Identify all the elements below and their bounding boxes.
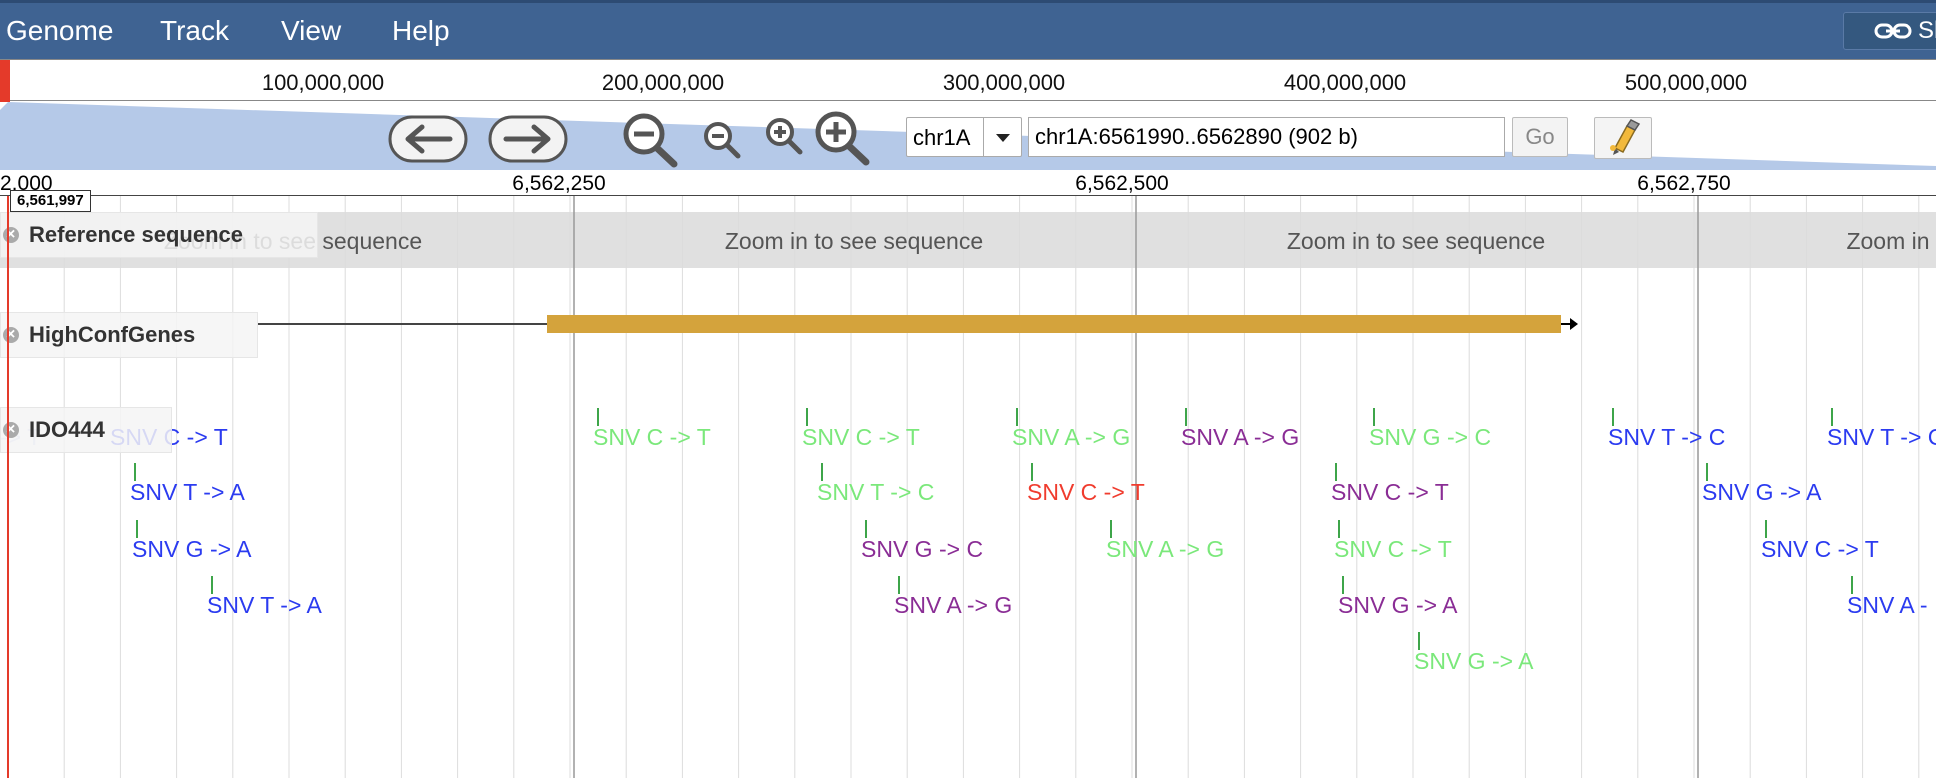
chromosome-value: chr1A [913, 125, 971, 150]
gene-intron-line [258, 323, 548, 325]
forward-arrow-icon[interactable] [488, 115, 568, 163]
variant-feature[interactable]: SNV C -> T [802, 424, 920, 450]
variant-tick [865, 520, 867, 538]
chevron-down-icon[interactable] [983, 118, 1021, 156]
zoom-out-small-icon[interactable] [700, 118, 744, 162]
variant-tick [1031, 463, 1033, 481]
track-label-text: HighConfGenes [29, 322, 196, 347]
highlight-marker-icon [1610, 119, 1641, 155]
variant-feature[interactable]: SNV G -> A [1702, 479, 1822, 505]
track-label-text: IDO444 [29, 417, 105, 442]
variant-tick [806, 408, 808, 426]
variant-tick [1110, 520, 1112, 538]
zoom-in-big-icon[interactable] [812, 108, 874, 166]
variant-feature[interactable]: SNV A - [1847, 592, 1928, 618]
position-label: 6,561,997 [10, 190, 91, 212]
zoom-in-message: Zoom in [1846, 228, 1930, 254]
variant-tick [136, 520, 138, 538]
variant-feature[interactable]: SNV G -> A [132, 536, 252, 562]
location-input[interactable] [1028, 117, 1505, 157]
overview-label: 300,000,000 [942, 70, 1066, 95]
variant-feature[interactable]: SNV C -> T [1334, 536, 1452, 562]
variant-feature[interactable]: SNV C -> T [1331, 479, 1449, 505]
grid-lines [7, 196, 1920, 778]
variant-tick [1342, 576, 1344, 594]
variant-feature[interactable]: SNV G -> C [861, 536, 984, 562]
variant-feature[interactable]: SNV G -> C [1369, 424, 1492, 450]
ruler-label: 6,562,750 [1637, 172, 1731, 195]
variant-tick [1335, 463, 1337, 481]
variant-feature[interactable]: SNV A -> G [894, 592, 1013, 618]
variant-tick [821, 463, 823, 481]
variant-feature[interactable]: SNV A -> G [1012, 424, 1131, 450]
variant-tick [1418, 632, 1420, 650]
reference-sequence-band [0, 212, 1936, 268]
overview-label: 100,000,000 [261, 70, 385, 95]
overview-scale[interactable]: 100,000,000 200,000,000 300,000,000 400,… [0, 59, 1936, 101]
highlight-button[interactable] [1594, 117, 1652, 159]
variant-feature[interactable]: SNV T -> A [207, 592, 322, 618]
share-label: Sh [1918, 17, 1936, 44]
overview-location-marker[interactable] [0, 60, 10, 102]
link-icon [1874, 23, 1912, 39]
variant-feature[interactable]: SNV T -> C [1827, 424, 1936, 450]
variant-tick [1016, 408, 1018, 426]
overview-label: 500,000,000 [1624, 70, 1748, 95]
menu-bar: Genome Track View Help Sh [0, 0, 1936, 59]
gene-strand-line [1561, 323, 1571, 325]
zoom-out-big-icon[interactable] [620, 110, 682, 168]
go-button[interactable]: Go [1512, 117, 1568, 157]
variant-tick [1831, 408, 1833, 426]
track-area[interactable]: Zoom in to see sequence Zoom in to see s… [0, 196, 1936, 778]
overview-label: 400,000,000 [1283, 70, 1407, 95]
close-icon[interactable] [3, 313, 19, 357]
track-label-reference[interactable]: Reference sequence [0, 212, 318, 258]
variant-feature[interactable]: SNV G -> A [1338, 592, 1458, 618]
coordinate-ruler[interactable]: 2,000 6,562,250 6,562,500 6,562,750 [0, 170, 1936, 196]
menu-genome[interactable]: Genome [6, 15, 114, 46]
menu-track[interactable]: Track [160, 15, 229, 46]
menu-help[interactable]: Help [392, 15, 450, 46]
overview-label: 200,000,000 [601, 70, 725, 95]
close-icon[interactable] [3, 408, 19, 452]
variant-tick [211, 576, 213, 594]
ruler-label: 6,562,500 [1075, 172, 1169, 195]
current-position-line [7, 196, 9, 778]
variant-feature[interactable]: SNV T -> C [1608, 424, 1726, 450]
variant-tick [1765, 520, 1767, 538]
variant-tick [1185, 408, 1187, 426]
zoom-in-message: Zoom in to see sequence [724, 228, 984, 254]
track-label-text: Reference sequence [29, 222, 243, 247]
menu-view[interactable]: View [281, 15, 342, 46]
variant-feature[interactable]: SNV A -> G [1181, 424, 1300, 450]
variant-feature[interactable]: SNV C -> T [1761, 536, 1879, 562]
variant-feature[interactable]: SNV G -> A [1414, 648, 1534, 674]
variant-tick [1851, 576, 1853, 594]
variant-tick [597, 408, 599, 426]
gene-feature[interactable] [547, 315, 1561, 333]
variant-tick [1612, 408, 1614, 426]
variant-feature[interactable]: SNV C -> T [593, 424, 711, 450]
close-icon[interactable] [3, 213, 19, 257]
variant-feature[interactable]: SNV T -> A [130, 479, 245, 505]
share-button[interactable]: Sh [1843, 12, 1936, 50]
variant-feature[interactable]: SNV C -> T [1027, 479, 1145, 505]
strand-arrow-icon [1570, 318, 1578, 330]
track-label-variants[interactable]: IDO444 [0, 407, 172, 453]
zoom-in-small-icon[interactable] [762, 114, 806, 158]
variant-tick [1373, 408, 1375, 426]
track-label-genes[interactable]: HighConfGenes [0, 312, 258, 358]
variant-tick [898, 576, 900, 594]
variant-feature[interactable]: SNV A -> G [1106, 536, 1225, 562]
variant-tick [1338, 520, 1340, 538]
variant-feature[interactable]: SNV T -> C [817, 479, 935, 505]
ruler-label: 2,000 [0, 172, 53, 195]
zoom-in-message: Zoom in to see sequence [1286, 228, 1546, 254]
ruler-label: 6,562,250 [512, 172, 606, 195]
chromosome-select[interactable]: chr1A [906, 117, 1022, 157]
variant-tick [134, 463, 136, 481]
variant-tick [1706, 463, 1708, 481]
back-arrow-icon[interactable] [388, 115, 468, 163]
